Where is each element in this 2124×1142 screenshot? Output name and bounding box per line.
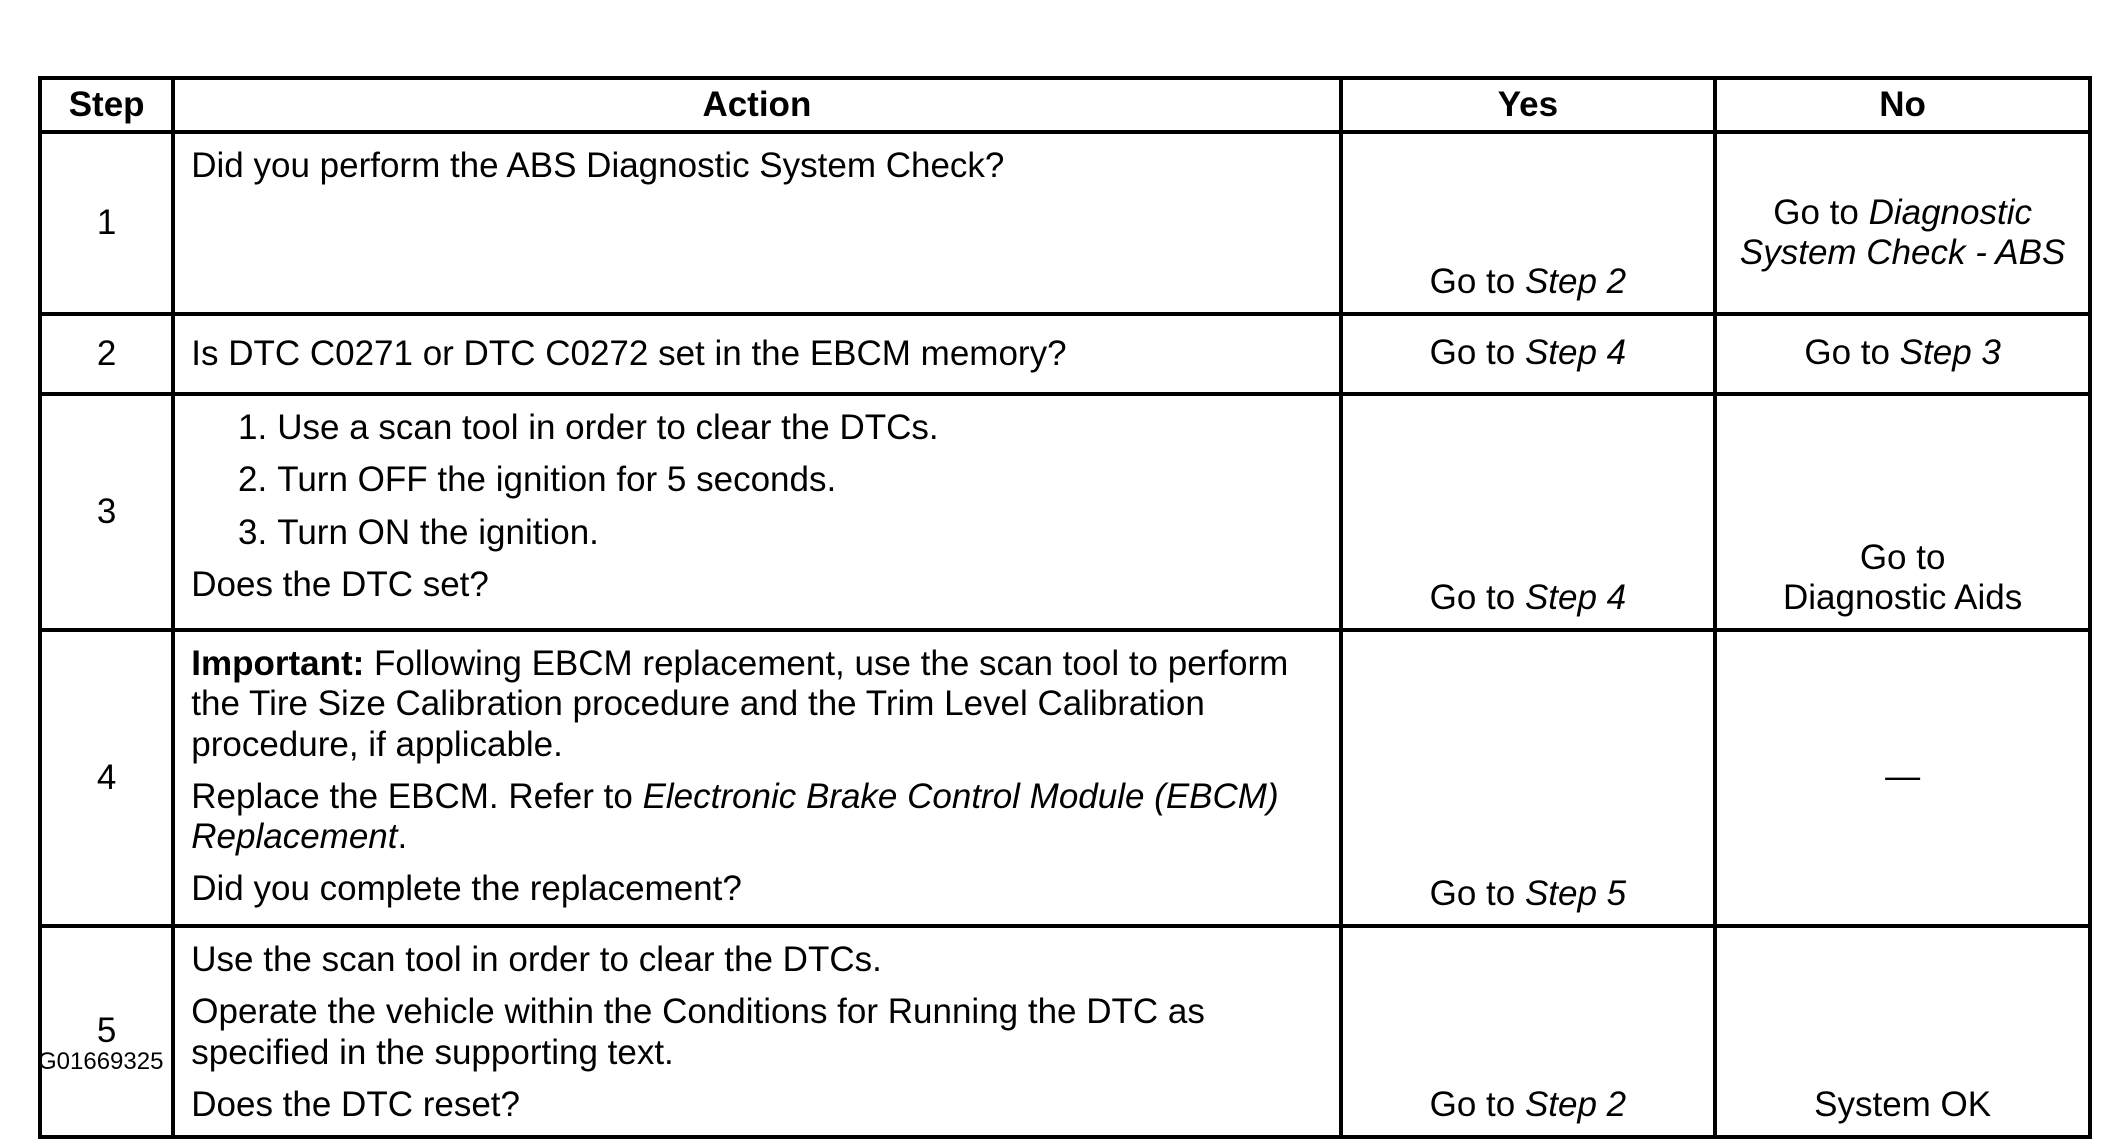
yes-prefix: Go to bbox=[1429, 873, 1525, 913]
yes-prefix: Go to bbox=[1429, 332, 1525, 372]
table-row: 1 Did you perform the ABS Diagnostic Sys… bbox=[37, 130, 2092, 316]
numbered-list: 1.Use a scan tool in order to clear the … bbox=[191, 408, 1322, 553]
list-number: 1. bbox=[238, 408, 268, 447]
action-line-2: Operate the vehicle within the Condition… bbox=[191, 992, 1205, 1072]
important-label: Important: bbox=[191, 644, 365, 683]
figure-id: G01669325 bbox=[38, 1048, 164, 1075]
diagnostic-table: Step Action Yes No 1 Did you perform the… bbox=[37, 76, 2092, 1139]
no-prefix: Go to bbox=[1804, 332, 1900, 372]
action-cell: Use the scan tool in order to clear the … bbox=[171, 924, 1343, 1139]
header-action: Action bbox=[171, 76, 1343, 134]
replace-suffix: . bbox=[397, 817, 408, 856]
no-result: System OK bbox=[1814, 1084, 1992, 1124]
yes-step-link[interactable]: Step 2 bbox=[1524, 261, 1627, 301]
no-diagnostic-link[interactable]: Diagnostic System Check - ABS bbox=[1739, 192, 2066, 272]
list-text: Turn OFF the ignition for 5 seconds. bbox=[277, 460, 837, 500]
yes-step-link[interactable]: Step 4 bbox=[1524, 577, 1627, 617]
step-number: 3 bbox=[37, 392, 176, 632]
list-item: 2.Turn OFF the ignition for 5 seconds. bbox=[219, 460, 1322, 500]
yes-cell: Go to Step 2 bbox=[1338, 130, 1718, 316]
action-cell: 1.Use a scan tool in order to clear the … bbox=[171, 392, 1343, 632]
action-cell: Important: Following EBCM replacement, u… bbox=[171, 628, 1343, 928]
important-note: Important: Following EBCM replacement, u… bbox=[191, 644, 1322, 765]
yes-prefix: Go to bbox=[1429, 1084, 1525, 1124]
no-dash: — bbox=[1885, 756, 1921, 796]
table-row: 3 1.Use a scan tool in order to clear th… bbox=[37, 392, 2092, 632]
no-cell: Go to Diagnostic System Check - ABS bbox=[1713, 130, 2092, 316]
table-row: 2 Is DTC C0271 or DTC C0272 set in the E… bbox=[37, 312, 2092, 396]
important-text: Following EBCM replacement, use the scan… bbox=[191, 644, 1289, 764]
no-prefix: Go to bbox=[1773, 192, 1869, 232]
no-cell: Go to Diagnostic Aids bbox=[1713, 392, 2092, 632]
step-number: 2 bbox=[37, 312, 176, 396]
list-number: 2. bbox=[238, 460, 268, 500]
action-cell: Is DTC C0271 or DTC C0272 set in the EBC… bbox=[171, 312, 1343, 396]
yes-cell: Go to Step 2 bbox=[1338, 924, 1718, 1139]
no-cell: Go to Step 3 bbox=[1713, 312, 2092, 396]
action-cell: Did you perform the ABS Diagnostic Syste… bbox=[171, 130, 1343, 316]
header-yes: Yes bbox=[1338, 76, 1718, 134]
no-cell: System OK bbox=[1713, 924, 2092, 1139]
ebcm-replacement-link[interactable]: Electronic Brake Control Module (EBCM) R… bbox=[191, 776, 1279, 856]
action-question: Did you complete the replacement? bbox=[191, 869, 742, 909]
action-text: Is DTC C0271 or DTC C0272 set in the EBC… bbox=[191, 333, 1067, 373]
header-step: Step bbox=[37, 76, 176, 134]
list-text: Use a scan tool in order to clear the DT… bbox=[277, 408, 939, 447]
action-question: Does the DTC reset? bbox=[191, 1084, 520, 1124]
yes-cell: Go to Step 5 bbox=[1338, 628, 1718, 928]
no-line-1: Go to bbox=[1859, 537, 1946, 577]
yes-step-link[interactable]: Step 4 bbox=[1524, 332, 1627, 372]
no-diagnostic-aids-link[interactable]: Diagnostic Aids bbox=[1782, 577, 2023, 617]
yes-step-link[interactable]: Step 5 bbox=[1524, 873, 1627, 913]
yes-cell: Go to Step 4 bbox=[1338, 312, 1718, 396]
yes-prefix: Go to bbox=[1429, 261, 1525, 301]
no-cell: — bbox=[1713, 628, 2092, 928]
list-number: 3. bbox=[238, 512, 268, 552]
replace-instruction: Replace the EBCM. Refer to Electronic Br… bbox=[191, 777, 1322, 858]
action-line-1: Use the scan tool in order to clear the … bbox=[191, 940, 882, 979]
table-row: 4 Important: Following EBCM replacement,… bbox=[37, 628, 2092, 928]
list-text: Turn ON the ignition. bbox=[277, 512, 599, 552]
yes-step-link[interactable]: Step 2 bbox=[1524, 1084, 1627, 1124]
step-number: 1 bbox=[37, 130, 176, 316]
action-question: Does the DTC set? bbox=[191, 564, 489, 604]
yes-prefix: Go to bbox=[1429, 577, 1525, 617]
header-no: No bbox=[1713, 76, 2092, 134]
replace-prefix: Replace the EBCM. Refer to bbox=[191, 776, 643, 816]
action-text: Did you perform the ABS Diagnostic Syste… bbox=[191, 146, 1005, 185]
step-number: 4 bbox=[37, 628, 176, 928]
yes-cell: Go to Step 4 bbox=[1338, 392, 1718, 632]
no-step-link[interactable]: Step 3 bbox=[1899, 332, 2001, 372]
list-item: 1.Use a scan tool in order to clear the … bbox=[219, 408, 1322, 448]
list-item: 3.Turn ON the ignition. bbox=[219, 513, 1322, 553]
step-number: 5 bbox=[37, 924, 176, 1139]
header-row: Step Action Yes No bbox=[37, 76, 2092, 134]
table-row: 5 Use the scan tool in order to clear th… bbox=[37, 924, 2092, 1139]
